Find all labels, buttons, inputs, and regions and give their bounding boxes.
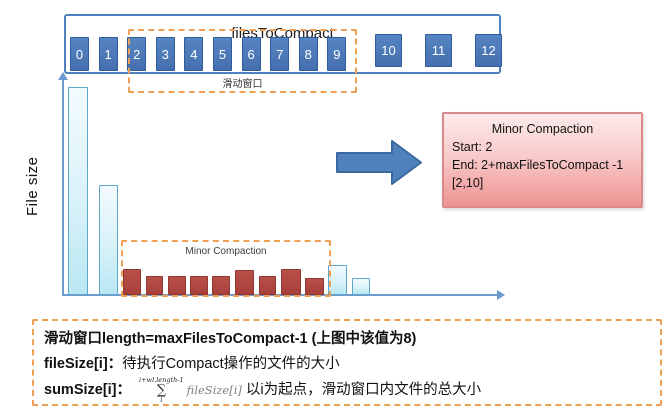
y-axis-label: File size xyxy=(24,156,41,216)
minor-compaction-window-box: Minor Compaction xyxy=(121,240,331,297)
sumsize-desc: 以i为起点，滑动窗口内文件的总大小 xyxy=(245,381,482,398)
right-block-arrow-icon xyxy=(336,140,422,185)
sigma-notation: i+wl.length-1 ∑ i xyxy=(139,377,184,403)
notes-line-window-length: 滑动窗口length=maxFilesToCompact-1 (上图中该值为8) xyxy=(44,327,650,352)
sigma-symbol-icon: ∑ xyxy=(156,382,166,398)
x-axis-arrowhead-icon xyxy=(497,290,505,300)
notes-line-sumsize: sumSize[i]： i+wl.length-1 ∑ i fileSize[i… xyxy=(44,377,650,403)
file-size-bar-12 xyxy=(352,278,370,295)
filesize-desc: 待执行Compact操作的文件的大小 xyxy=(122,356,340,372)
sigma-expression: fileSize[i] xyxy=(186,382,242,397)
callout-end-line: End: 2+maxFilesToCompact -1 xyxy=(452,158,624,172)
notes-line1-text: 滑动窗口length=maxFilesToCompact-1 (上图中该值为8) xyxy=(44,331,417,347)
sumsize-term: sumSize[i]： xyxy=(44,381,132,398)
file-size-bar-1 xyxy=(99,185,118,295)
minor-compaction-callout: Minor Compaction Start: 2 End: 2+maxFile… xyxy=(442,112,643,208)
callout-range-line: [2,10] xyxy=(452,176,484,190)
sliding-window-label: 滑动窗口 xyxy=(222,79,263,90)
sigma-upper-bound: i+wl.length-1 xyxy=(139,376,184,384)
filesize-term: fileSize[i]： xyxy=(44,356,123,372)
y-axis-arrowhead-icon xyxy=(58,72,68,80)
callout-title: Minor Compaction xyxy=(491,122,594,136)
y-axis-line xyxy=(62,79,64,296)
sigma-lower-bound: i xyxy=(160,395,163,404)
file-size-bar-0 xyxy=(68,87,88,295)
minor-compaction-window-label: Minor Compaction xyxy=(185,246,267,257)
sliding-window-box: 滑动窗口 xyxy=(128,29,357,93)
notes-line-filesize: fileSize[i]： 待执行Compact操作的文件的大小 xyxy=(44,352,650,377)
notes-box: 滑动窗口length=maxFilesToCompact-1 (上图中该值为8)… xyxy=(32,319,662,406)
callout-start-line: Start: 2 xyxy=(452,140,493,154)
